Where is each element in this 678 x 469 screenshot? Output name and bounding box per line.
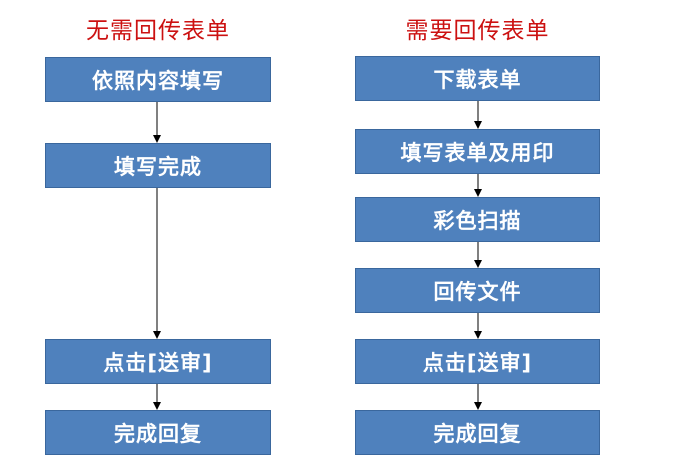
right-step-upload-file: 回传文件: [355, 268, 600, 313]
left-step-click-submit: 点击[送审]: [45, 339, 271, 384]
left-column-title: 无需回传表单: [86, 18, 230, 44]
left-step-fill-complete: 填写完成: [45, 143, 271, 188]
right-step-reply-complete: 完成回复: [355, 410, 600, 455]
right-step-download-form: 下载表单: [355, 56, 600, 101]
left-step-fill-content: 依照内容填写: [45, 57, 271, 102]
right-step-fill-and-stamp: 填写表单及用印: [355, 129, 600, 174]
right-step-color-scan: 彩色扫描: [355, 197, 600, 242]
left-step-reply-complete: 完成回复: [45, 410, 271, 455]
right-step-click-submit: 点击[送审]: [355, 339, 600, 384]
right-column-title: 需要回传表单: [405, 18, 550, 44]
